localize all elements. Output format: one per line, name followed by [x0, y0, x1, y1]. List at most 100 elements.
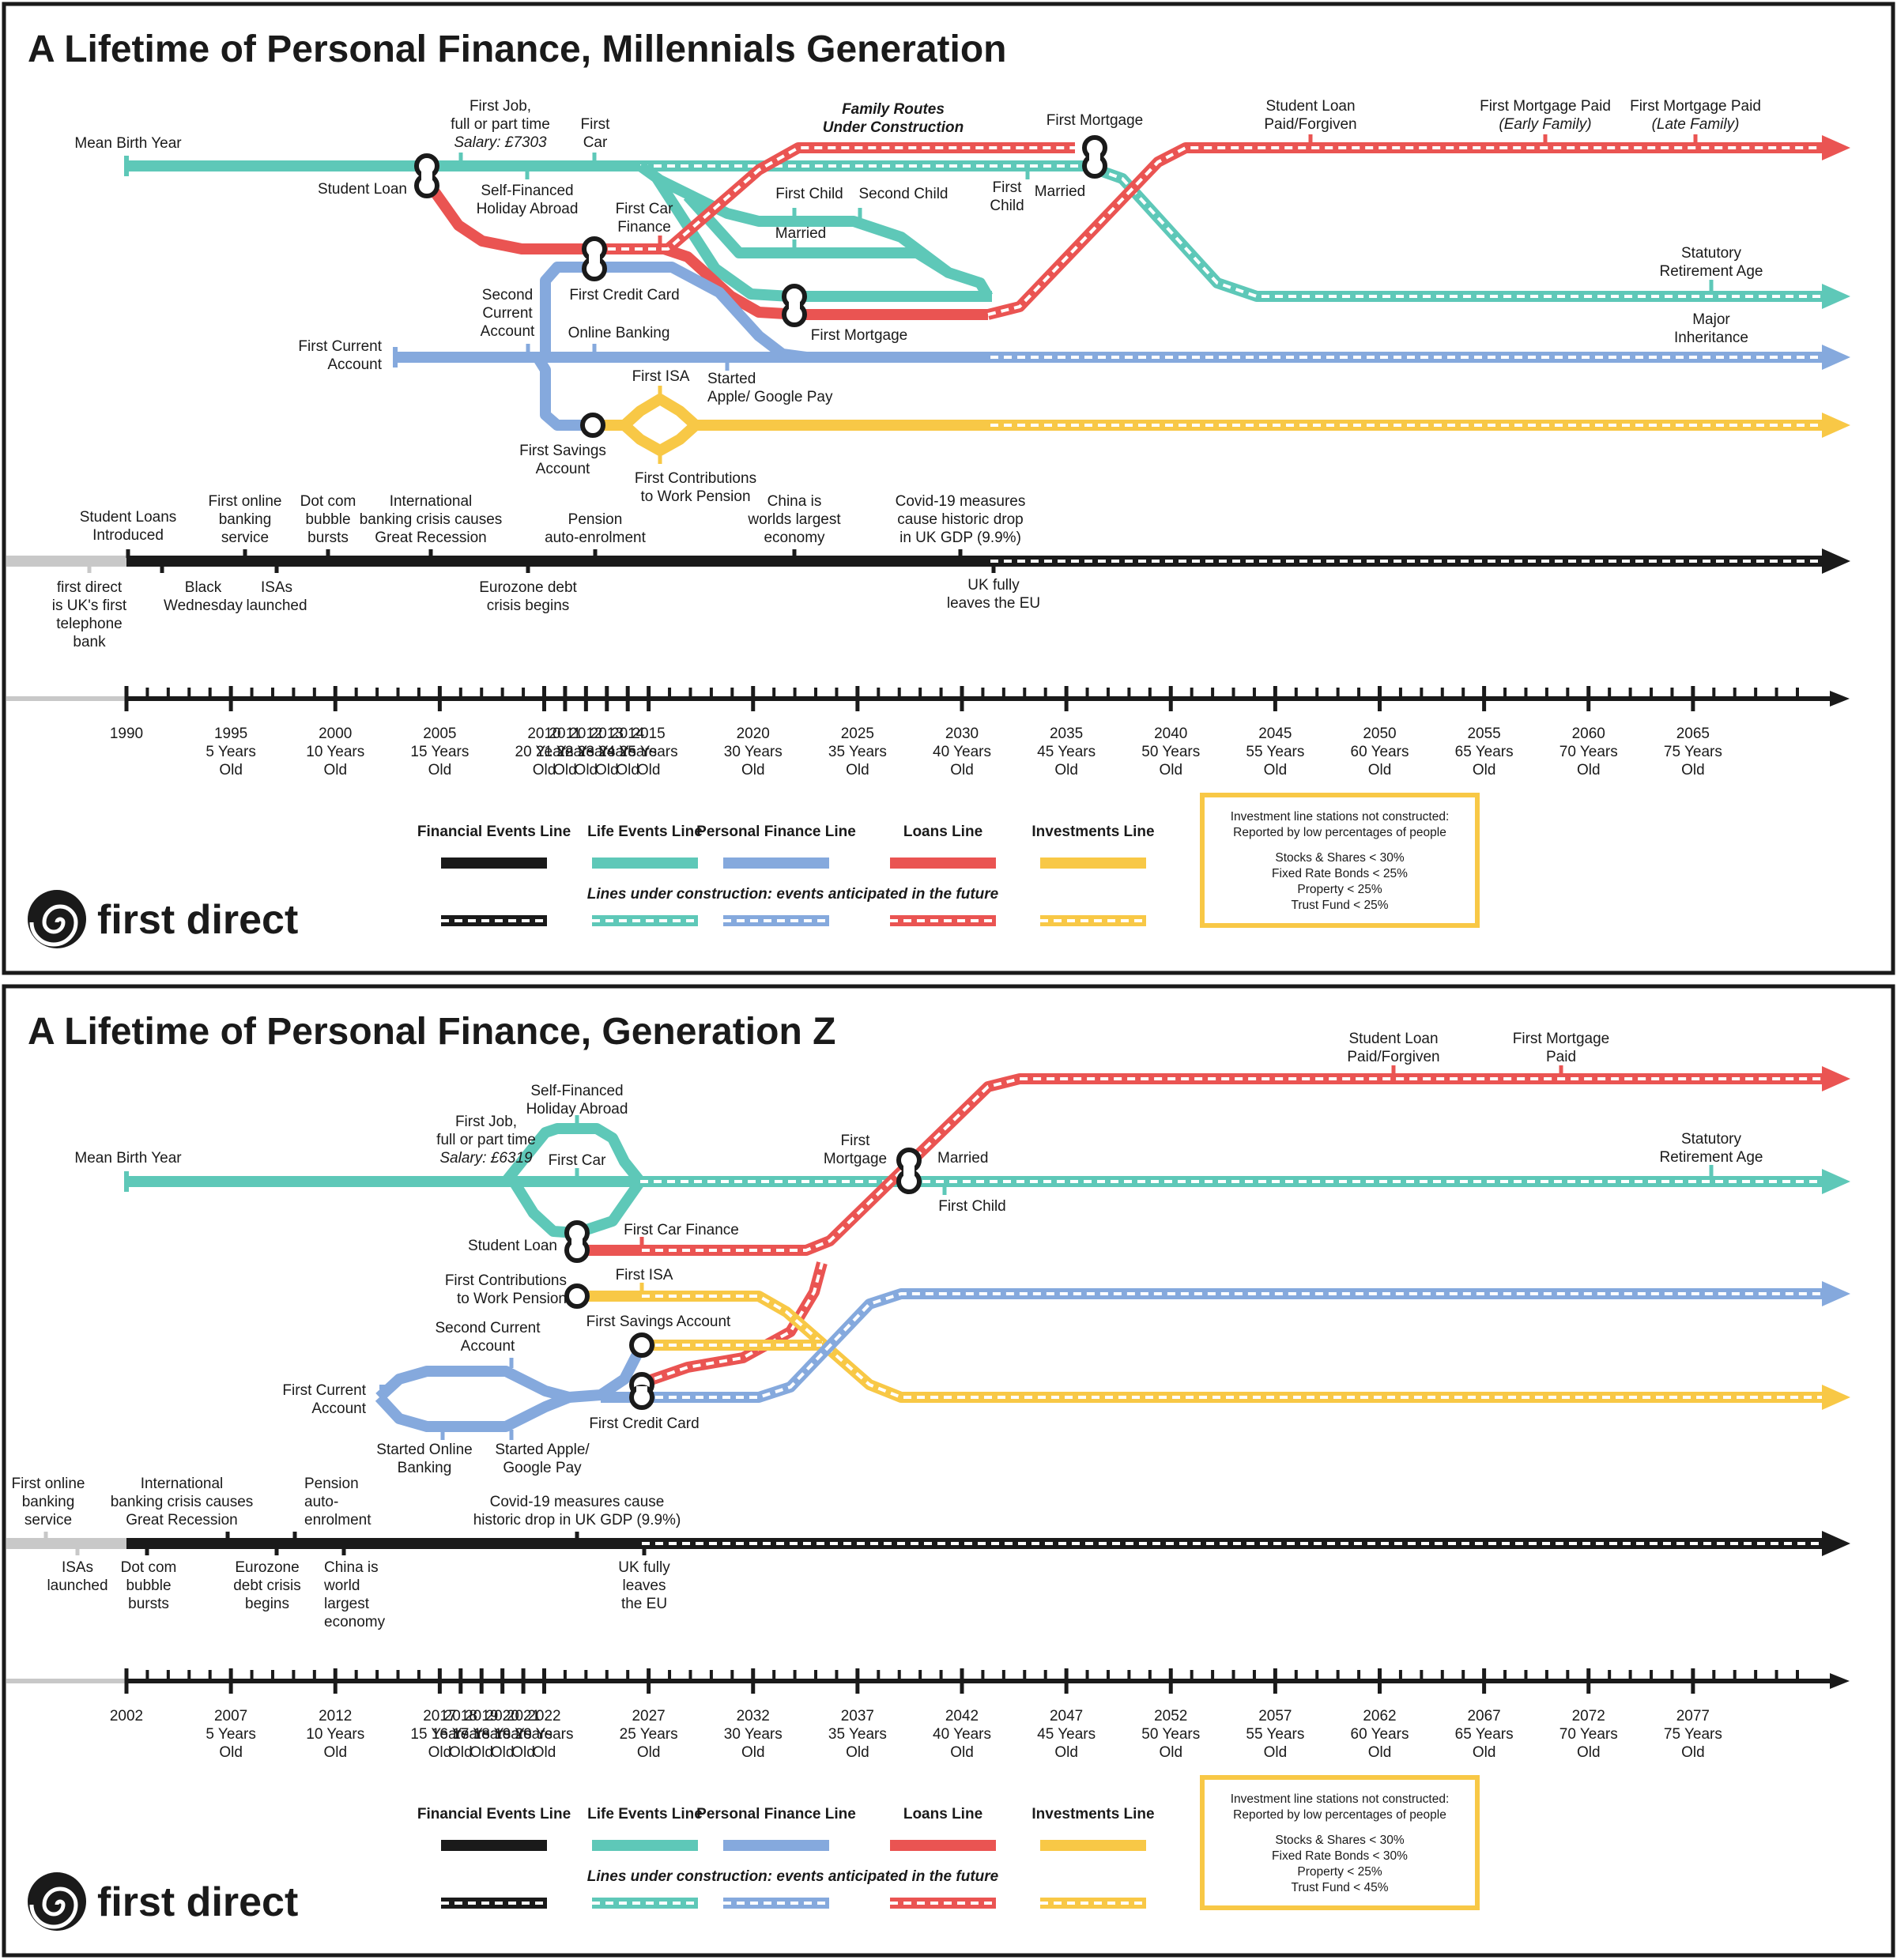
label-first-car: First Car [549, 1152, 607, 1169]
label-first-credit-card: First Credit Card [569, 287, 679, 303]
financial-events-line-future-arrow [1822, 1531, 1850, 1556]
station-first-mortgage [782, 284, 807, 327]
axis-label-1990: 1990 [110, 726, 143, 742]
legend-life-label: Life Events Line [587, 824, 703, 840]
label-student-loan: Student Loan [318, 181, 407, 198]
personal-finance-line-future-arrow [1822, 1281, 1850, 1306]
label-mean-birth-year: Mean Birth Year [74, 1150, 182, 1167]
first-direct-logo [28, 1872, 86, 1931]
life-family-route-c [651, 174, 992, 302]
legend-life-label: Life Events Line [587, 1806, 703, 1822]
label-first-child: First Child [775, 186, 843, 202]
label-first-isa: First ISA [616, 1267, 673, 1283]
investments-loop-low [620, 420, 700, 456]
personal-finance-line-future [642, 1288, 1822, 1403]
life-events-line-future [640, 160, 1822, 302]
label-first-isa: First ISA [632, 368, 690, 385]
investment-note-heading: Investment line stations not constructed… [1231, 1792, 1450, 1822]
first-direct-logo [28, 890, 86, 948]
personal-finance-line [375, 1342, 647, 1403]
logo-wordmark: first direct [97, 897, 298, 943]
personal-finance-line-future-arrow [1822, 345, 1850, 370]
label-married: Married [937, 1150, 988, 1167]
loans-family-future [594, 142, 1075, 254]
legend-personal-label: Personal Finance Line [696, 1806, 856, 1822]
label-online-banking: Online Banking [568, 325, 670, 341]
legend-loans-label: Loans Line [903, 824, 982, 840]
legend-loans-label: Loans Line [903, 1806, 982, 1822]
panel-frame-genz [2, 984, 1895, 1958]
station-first-credit-card [582, 236, 607, 281]
label-started-pay: Started Apple/Google Pay [495, 1442, 590, 1476]
life-events-line-future-arrow [1822, 1169, 1850, 1194]
panel-title-genz: A Lifetime of Personal Finance, Generati… [28, 1011, 835, 1053]
loans-line-future [986, 142, 1822, 320]
station-student-loan [564, 1220, 590, 1263]
axis-arrow [1830, 1673, 1850, 1689]
station-first-savings [580, 413, 605, 438]
label-mean-birth-year: Mean Birth Year [74, 135, 182, 152]
loans-line-future-arrow [1822, 135, 1850, 160]
station-first-mortgage-top [1082, 135, 1107, 179]
label-first-car-finance: First Car Finance [624, 1222, 739, 1238]
logo-wordmark: first direct [97, 1879, 298, 1925]
legend-personal-label: Personal Finance Line [696, 824, 856, 840]
life-holiday-loop [501, 1123, 645, 1185]
label-first-mortgage-low: First Mortgage [811, 327, 907, 344]
panel-frame-millennials [2, 2, 1895, 975]
station-first-contrib [564, 1283, 590, 1309]
label-first-mortgage-top: First Mortgage [1047, 112, 1143, 129]
label-student-loan: Student Loan [468, 1238, 557, 1254]
investment-note-box [1200, 793, 1480, 928]
life-events-line-future-arrow [1822, 284, 1850, 309]
label-first-savings: First Savings Account [586, 1314, 731, 1330]
panel-title-millennials: A Lifetime of Personal Finance, Millenni… [28, 28, 1006, 70]
legend-financial-label: Financial Events Line [417, 824, 571, 840]
